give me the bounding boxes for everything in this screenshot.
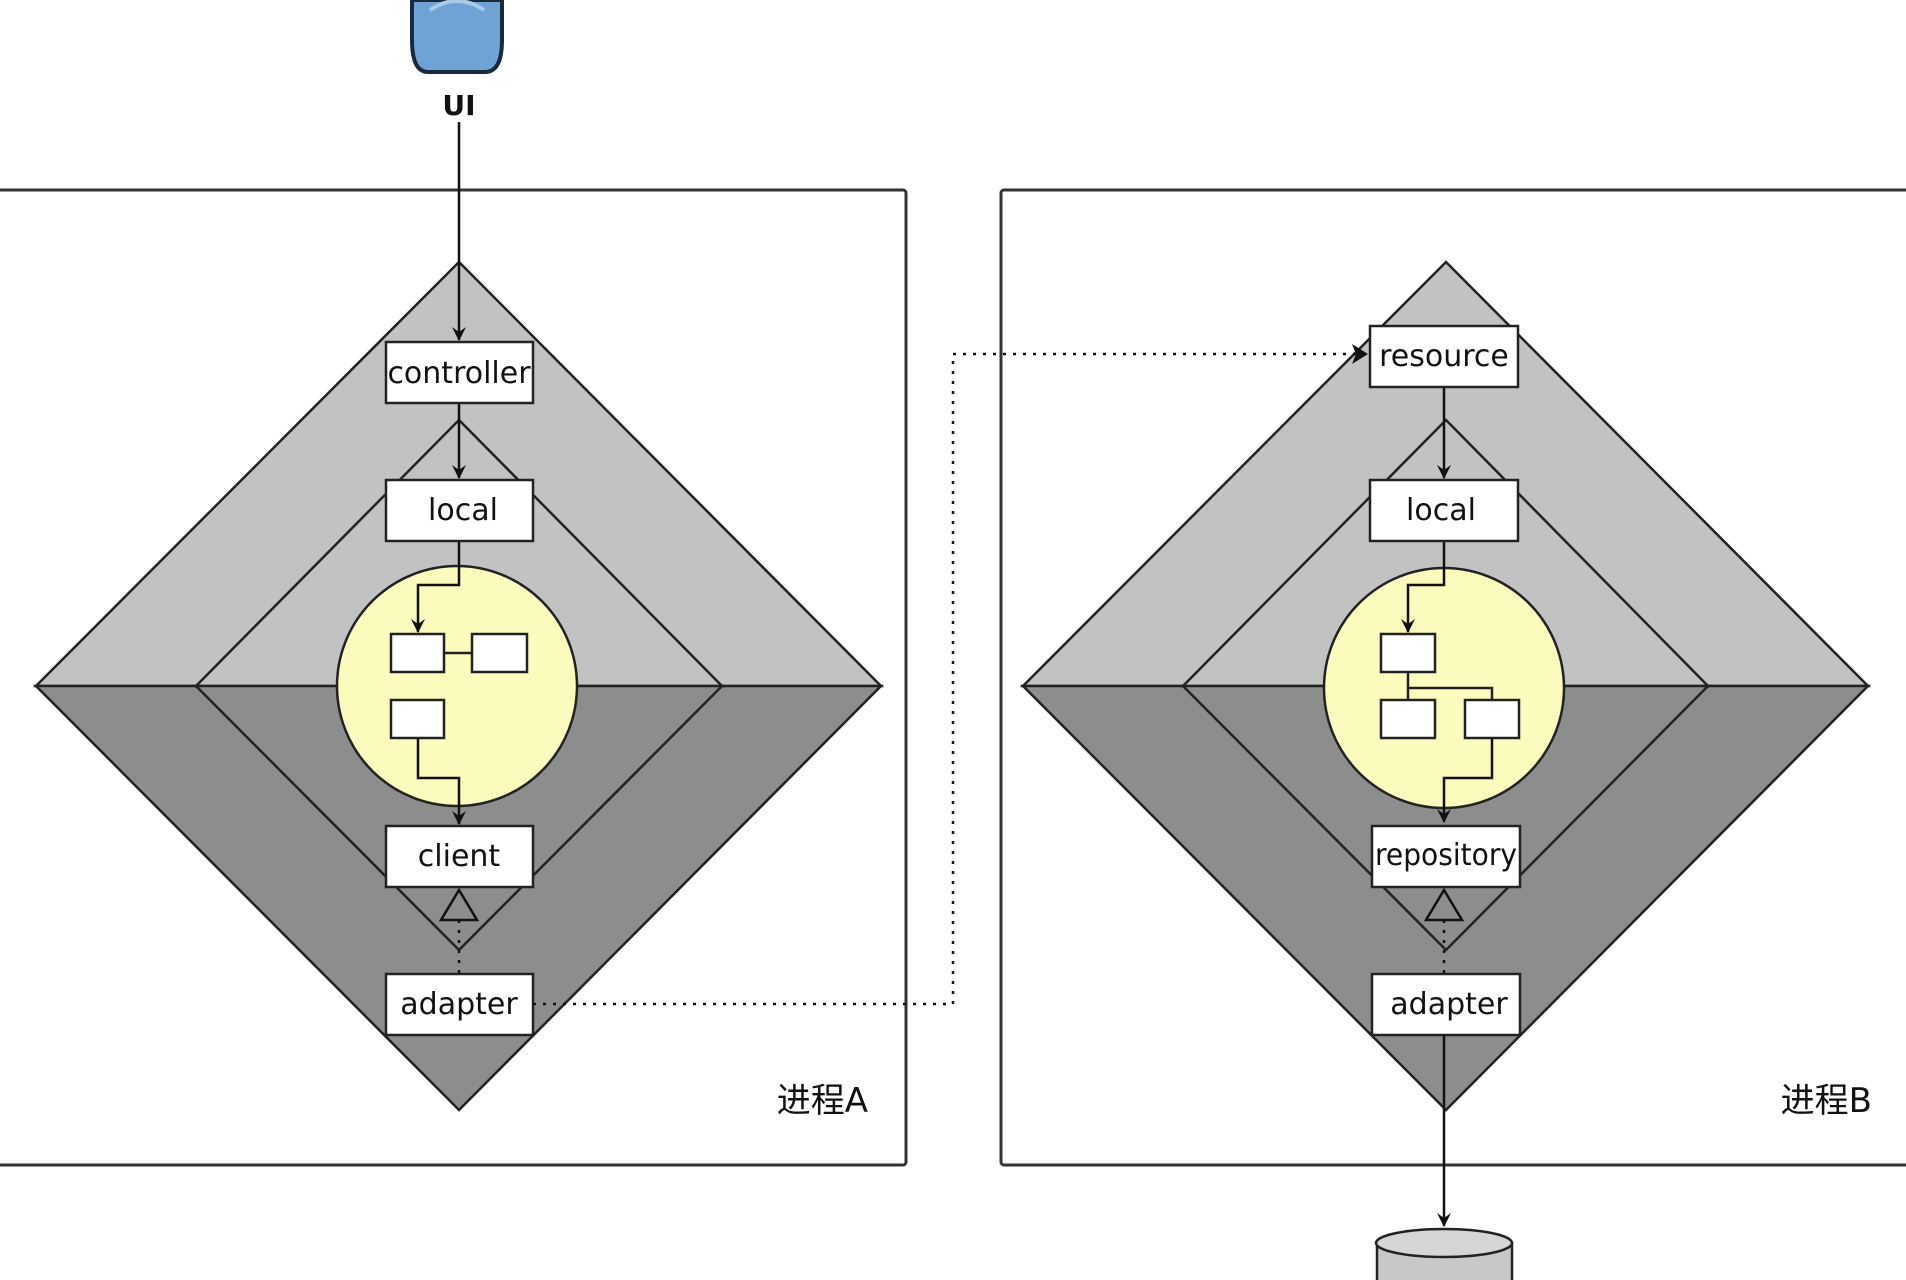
domain-box [389,698,446,740]
flow-arrow [416,738,466,825]
process-b-local-label: local [1406,493,1476,528]
process-a-local-box: local [384,478,535,543]
process-b-adapter-box: adapter [1370,972,1522,1037]
process-b-local-box: local [1368,478,1520,543]
flow-arrow [1437,738,1494,823]
ui-actor-label: UI [442,89,475,122]
domain-box [1379,632,1437,674]
remote-call-connector [533,352,1366,1006]
repository-box: repository [1370,824,1522,889]
process-b-label: 进程B [1781,1081,1872,1121]
process-b: resource local repository adapter 进程B [999,188,1906,1167]
process-a-label: 进程A [777,1081,868,1121]
domain-box [389,632,446,674]
process-a: controller local client adapter 进程A [0,188,908,1167]
database-icon [1374,1227,1514,1280]
process-a-adapter-box: adapter [384,972,535,1037]
process-a-core [335,564,579,808]
domain-box [1463,698,1521,740]
user-icon [410,0,504,74]
repository-label: repository [1375,838,1517,873]
domain-box [1379,698,1437,740]
process-b-adapter-label: adapter [1390,987,1508,1022]
controller-box: controller [384,340,535,405]
process-a-adapter-label: adapter [400,987,518,1022]
resource-box: resource [1368,324,1520,389]
flow-arrow [1401,542,1446,633]
controller-label: controller [387,356,531,391]
process-a-local-label: local [428,493,498,528]
domain-box [470,632,529,674]
client-label: client [418,839,501,874]
flow-arrow [411,541,461,633]
resource-label: resource [1379,339,1509,374]
client-box: client [384,824,535,889]
